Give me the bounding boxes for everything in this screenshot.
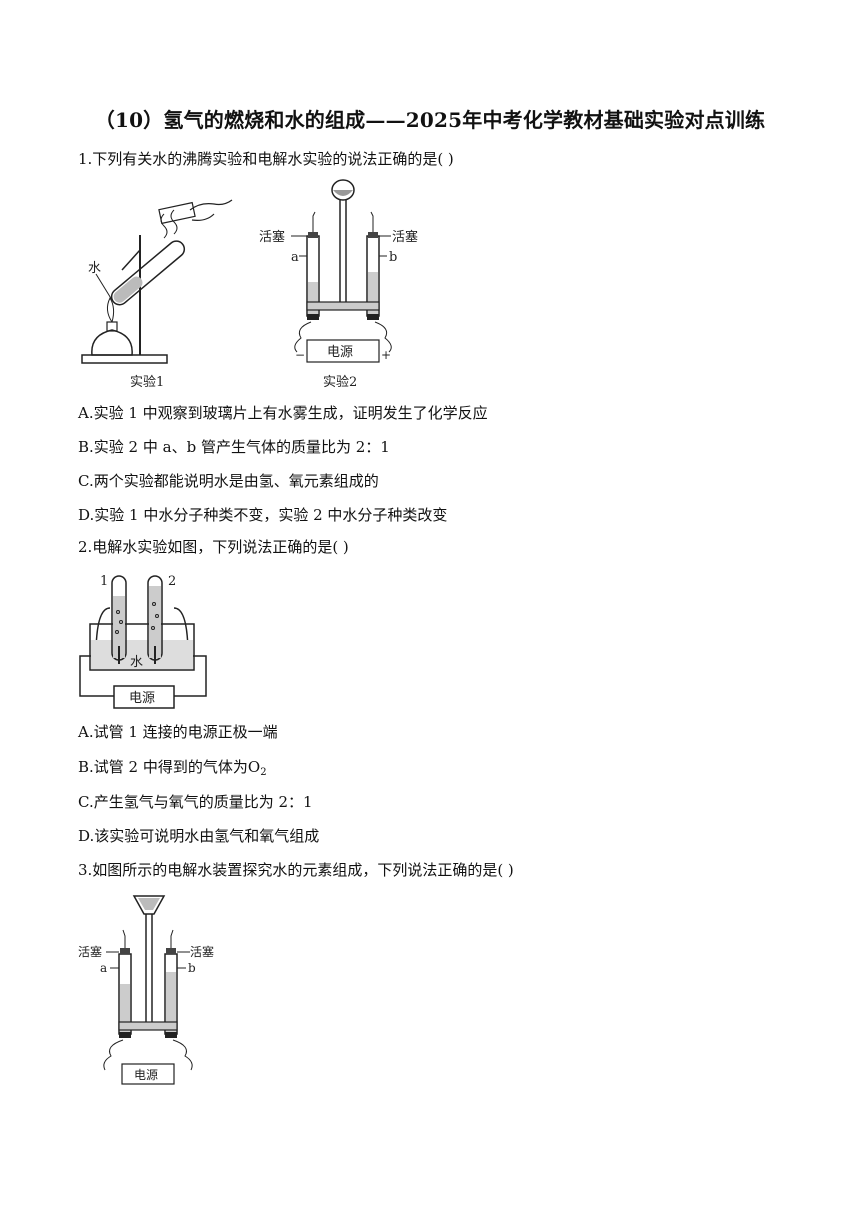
power-source-label: 电源 (134, 1068, 158, 1082)
tube-2-label: 2 (168, 574, 176, 589)
question-1-option-a: A.实验 1 中观察到玻璃片上有水雾生成，证明发生了化学反应 (78, 404, 488, 422)
plus-sign: + (381, 348, 391, 362)
experiment-1-figure: 水 实验1 (81, 199, 233, 390)
question-1-option-d: D.实验 1 中水分子种类不变，实验 2 中水分子种类改变 (78, 506, 448, 524)
page-title: （10）氢气的燃烧和水的组成——2025年中考化学教材基础实验对点训练 (94, 108, 766, 132)
question-2-option-c: C.产生氢气与氧气的质量比为 2：1 (78, 793, 313, 811)
experiment-1-caption: 实验1 (130, 374, 164, 390)
oxygen-subscript: 2 (260, 767, 267, 778)
experiment-2-figure: 活塞 活塞 a b 电源 − + 实验2 (259, 179, 418, 390)
power-source-label: 电源 (327, 345, 353, 360)
tube-b-label: b (188, 961, 196, 975)
tube-a-label: a (291, 250, 299, 265)
electrolysis-figure: 1 2 水 电源 (79, 574, 207, 709)
stopcock-right-label: 活塞 (392, 229, 418, 245)
question-1-stem: 1.下列有关水的沸腾实验和电解水实验的说法正确的是( ) (78, 150, 454, 168)
water-label: 水 (88, 261, 101, 276)
question-2-option-d: D.该实验可说明水由氢气和氧气组成 (78, 827, 320, 845)
question-1-option-b: B.实验 2 中 a、b 管产生气体的质量比为 2：1 (78, 438, 390, 456)
option-b-text: B.试管 2 中得到的气体为 (78, 758, 248, 776)
question-1-option-c: C.两个实验都能说明水是由氢、氧元素组成的 (78, 472, 379, 490)
question-2-option-b: B.试管 2 中得到的气体为O2 (78, 757, 267, 783)
stopcock-left-label: 活塞 (259, 229, 285, 245)
water-label: 水 (130, 655, 143, 670)
tube-b-label: b (389, 250, 397, 265)
question-2-option-a: A.试管 1 连接的电源正极一端 (78, 723, 278, 741)
electrolysis-apparatus-figure: 活塞 活塞 a b 电源 (78, 895, 214, 1085)
oxygen-formula: O (247, 758, 261, 776)
stopcock-right-label: 活塞 (190, 944, 214, 959)
minus-sign: − (295, 348, 305, 362)
experiment-2-caption: 实验2 (323, 374, 357, 390)
stopcock-left-label: 活塞 (78, 944, 102, 959)
question-3-stem: 3.如图所示的电解水装置探究水的元素组成，下列说法正确的是( ) (78, 861, 514, 879)
question-2-stem: 2.电解水实验如图，下列说法正确的是( ) (78, 538, 349, 556)
tube-a-label: a (100, 961, 107, 975)
tube-1-label: 1 (100, 574, 108, 589)
power-source-label: 电源 (129, 691, 155, 706)
